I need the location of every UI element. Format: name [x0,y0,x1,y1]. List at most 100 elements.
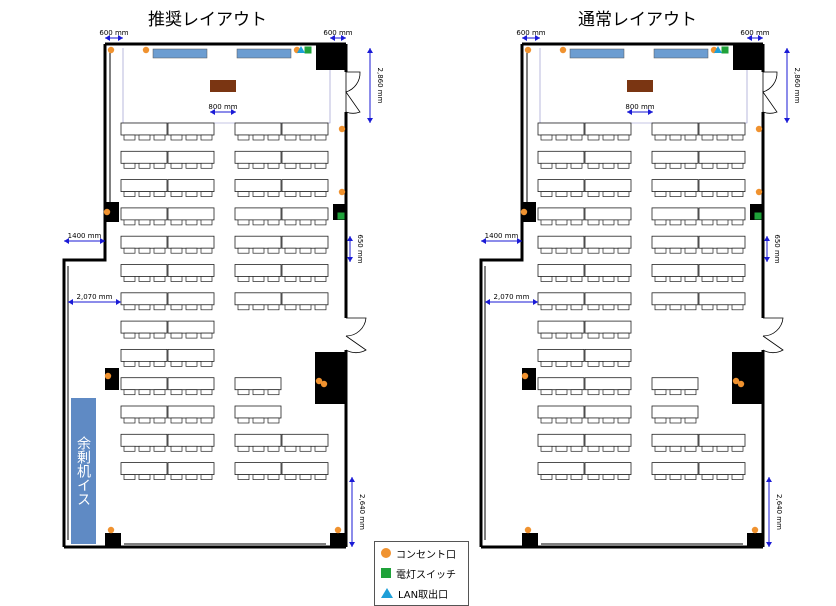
chair [237,389,250,396]
outlet-icon [142,46,150,54]
desk [537,150,585,164]
chair [555,191,568,197]
chair [153,304,166,311]
chair [299,276,312,282]
chair [731,304,744,311]
outlet-icon [315,377,323,385]
chair [138,332,151,339]
chair [684,219,697,226]
chair [284,162,297,169]
chair [602,389,615,396]
desk [234,292,282,306]
desk [584,122,632,136]
chair [731,191,744,197]
desk-pair [234,433,329,452]
desk-single [234,405,282,424]
dimension-arrow [347,257,353,262]
desk [698,179,746,193]
desk [281,264,329,277]
chair [540,389,553,396]
chair [123,276,136,282]
desk [120,150,168,164]
chair [299,134,312,141]
chair [587,134,600,141]
chair [570,474,583,480]
desk-pair [120,377,215,396]
chair [170,474,183,480]
chair [237,247,250,254]
outlet-icon [103,208,111,216]
chair [555,389,568,396]
chair [654,389,667,396]
chair [200,191,213,197]
chair [654,134,667,141]
chair [185,332,198,339]
chair [200,219,213,226]
desk [537,292,585,306]
chair [587,474,600,480]
desk [537,433,585,447]
chair [267,445,280,452]
chair [617,332,630,339]
desk [698,122,746,136]
desk [698,462,746,476]
desk [698,433,746,447]
desk [281,292,329,306]
legend-label: 電灯スイッチ [396,569,456,581]
legend-item-lan: LAN取出口 [381,586,448,601]
chair [540,276,553,282]
chair [669,247,682,254]
chair [654,417,667,424]
desk [234,462,282,476]
dimension-arrow [648,109,653,115]
chair [654,445,667,452]
desk [120,377,168,391]
chair [617,389,630,396]
front-zone-guide [539,48,748,124]
chair [200,276,213,282]
desk [651,179,699,193]
desk-pair [537,264,632,282]
desk-single [651,405,699,424]
dimension-arrow [210,109,215,115]
pillar [522,533,538,547]
chair [138,361,151,367]
light-switch-icon [304,46,312,54]
light-switch-icon [721,46,729,54]
chair [252,219,265,226]
door [762,90,778,114]
chair [731,247,744,254]
outlet-icon [755,125,763,133]
chair [185,219,198,226]
desk [167,235,215,249]
desk [584,320,632,334]
chair [701,191,714,197]
dimension-label: 2,640 mm [358,494,366,530]
desk-pair [234,207,329,226]
chair [267,219,280,226]
chair [153,361,166,367]
chair [185,389,198,396]
desk [281,462,329,476]
dimension-arrow [68,299,73,305]
desk [120,122,168,136]
outlet-icon [104,372,112,380]
chair [587,389,600,396]
chair [684,134,697,141]
pillar [732,352,763,404]
dimension-arrow [522,35,527,41]
chair [138,474,151,480]
chair [138,304,151,311]
dimension-arrow [481,238,486,244]
desk [651,235,699,249]
dimension-arrow [764,257,770,262]
chair [587,191,600,197]
chair [602,191,615,197]
chair [170,219,183,226]
chair [170,276,183,282]
pillar [315,352,346,404]
desk-pair [537,235,632,254]
outlet-icon [381,548,391,558]
chair [555,417,568,424]
chair [252,247,265,254]
